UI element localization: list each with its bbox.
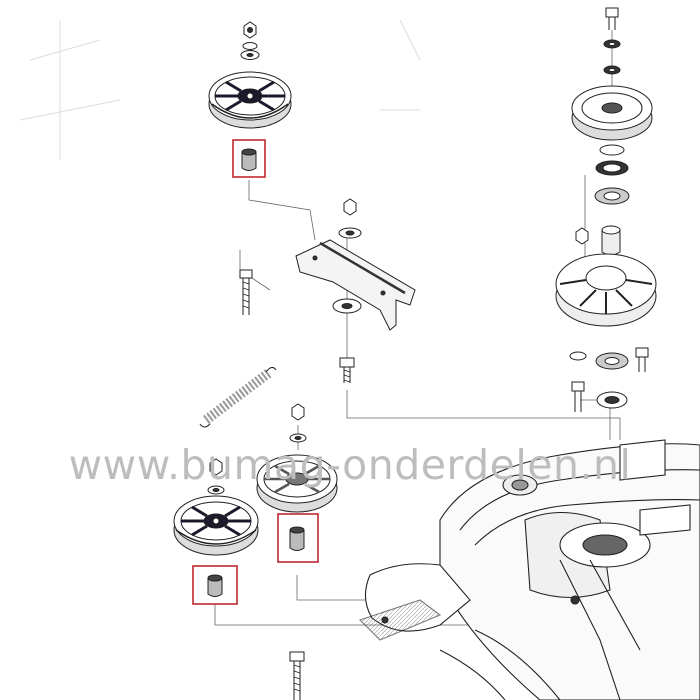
idler-pulley-lower-left: [173, 458, 259, 556]
idler-bracket: [239, 198, 416, 383]
mower-deck: [358, 439, 700, 700]
background-outline: [19, 19, 421, 160]
pulley-spacer-lower-right: [277, 513, 319, 563]
idler-pulley-upper: [208, 21, 292, 129]
pulley-spacer-lower-left: [192, 565, 238, 605]
watermark-text: www.bumag-onderdelen.nl: [68, 441, 632, 489]
spindle-pulley-assembly: [555, 7, 657, 412]
deck-bolt: [289, 651, 305, 700]
tension-spring: [199, 366, 277, 428]
pulley-spacer-upper: [232, 139, 266, 178]
idler-pulley-lower-right: [256, 403, 338, 513]
